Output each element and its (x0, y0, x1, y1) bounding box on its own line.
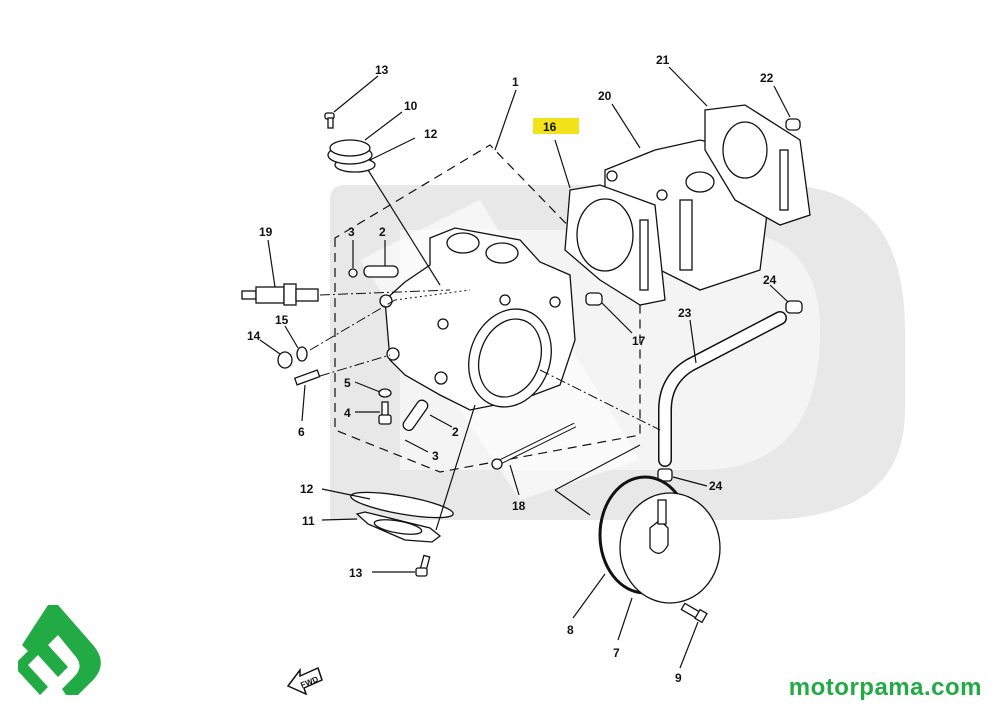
pin-2-top (363, 265, 399, 278)
label-13-bottom[interactable]: 13 (349, 566, 363, 580)
label-22[interactable]: 22 (760, 71, 774, 85)
label-8[interactable]: 8 (567, 623, 574, 637)
label-3-top[interactable]: 3 (348, 225, 355, 239)
fwd-arrow-icon: FWD (286, 666, 323, 696)
stud-6 (293, 369, 321, 386)
leader-lines (259, 66, 791, 669)
label-2-top[interactable]: 2 (379, 225, 386, 239)
cylinder-gasket (564, 184, 666, 306)
part-labels: 1 2 2 3 3 4 5 6 7 8 9 10 11 12 12 13 13 … (247, 53, 777, 685)
bolt-18 (491, 422, 577, 470)
label-3-bottom[interactable]: 3 (432, 449, 439, 463)
assembly-outline (334, 144, 641, 473)
washer-15 (296, 346, 308, 362)
label-17[interactable]: 17 (632, 334, 646, 348)
label-11[interactable]: 11 (302, 514, 315, 528)
dowel-pin-22 (785, 118, 801, 131)
thermostat-cover (598, 475, 721, 604)
label-24-bottom[interactable]: 24 (709, 479, 723, 493)
washer-5 (378, 388, 392, 398)
label-1[interactable]: 1 (512, 75, 519, 89)
label-9[interactable]: 9 (675, 671, 682, 685)
head-gasket (704, 104, 811, 226)
nut-14 (277, 351, 293, 369)
highlight-part-16 (533, 118, 579, 134)
spark-plug (241, 283, 319, 306)
label-15[interactable]: 15 (275, 313, 289, 327)
website-watermark: motorpama.com (788, 674, 982, 701)
clip-3-top (348, 268, 358, 278)
label-12-top[interactable]: 12 (424, 127, 438, 141)
label-4[interactable]: 4 (344, 406, 351, 420)
label-14[interactable]: 14 (247, 329, 261, 343)
pin-2-bottom (402, 399, 429, 432)
cap-24-top (785, 300, 803, 314)
label-2-bottom[interactable]: 2 (452, 425, 459, 439)
label-21[interactable]: 21 (656, 53, 670, 67)
label-6[interactable]: 6 (298, 425, 305, 439)
label-7[interactable]: 7 (613, 646, 620, 660)
outlet-cover-11 (355, 511, 442, 543)
bolt-4 (378, 401, 392, 425)
label-20[interactable]: 20 (598, 89, 612, 103)
label-16[interactable]: 16 (543, 120, 557, 134)
label-10[interactable]: 10 (404, 99, 418, 113)
cap-10 (327, 139, 376, 173)
bolt-13-top (324, 112, 335, 129)
gasket-12-bottom (350, 491, 454, 519)
bolt-9 (680, 602, 708, 624)
label-12-bottom[interactable]: 12 (300, 482, 314, 496)
label-24-top[interactable]: 24 (763, 273, 777, 287)
mp-logo-icon: mp (18, 605, 101, 695)
label-18[interactable]: 18 (512, 499, 526, 513)
label-5[interactable]: 5 (344, 376, 351, 390)
label-23[interactable]: 23 (678, 306, 692, 320)
dowel-pin-17 (585, 292, 603, 306)
cap-24-bottom (657, 468, 673, 482)
label-19[interactable]: 19 (259, 225, 273, 239)
label-13-top[interactable]: 13 (375, 63, 389, 77)
bolt-13-bottom (415, 554, 431, 577)
